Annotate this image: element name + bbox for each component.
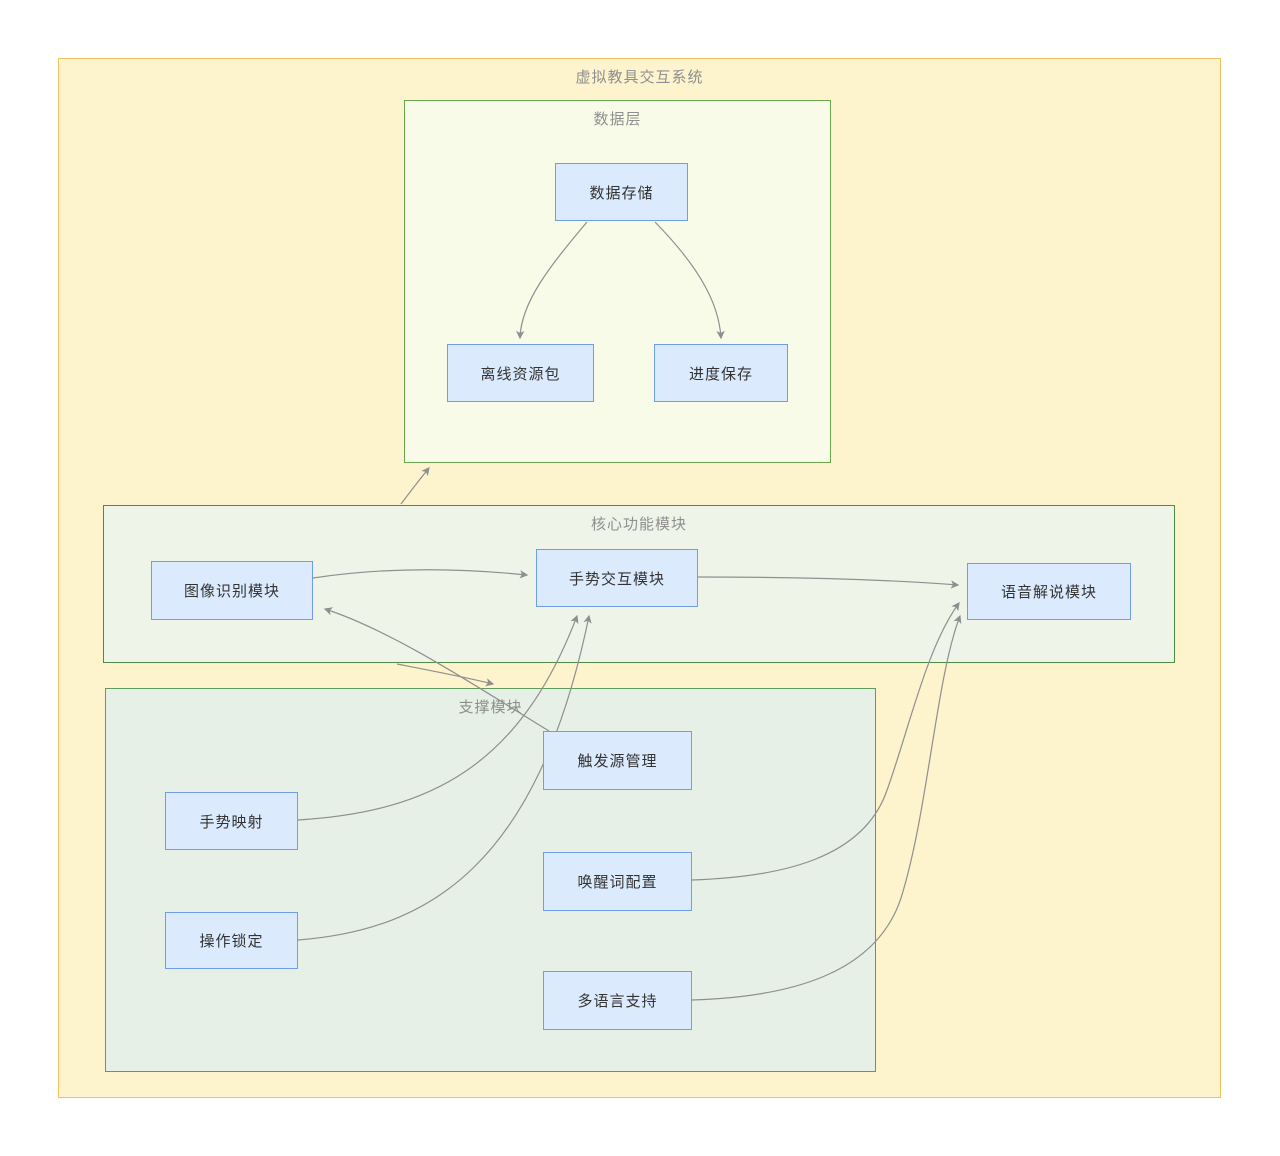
node-trigger-source-management-label: 触发源管理 — [577, 753, 658, 770]
container-data-layer-label: 数据层 — [593, 111, 642, 128]
container-support-modules-label: 支撑模块 — [458, 699, 523, 716]
container-core-modules-label: 核心功能模块 — [590, 516, 687, 533]
node-progress-save-label: 进度保存 — [688, 365, 753, 383]
node-image-recognition-label: 图像识别模块 — [183, 583, 280, 600]
node-voice-narration: 语音解说模块 — [967, 563, 1131, 620]
node-multi-language-support-label: 多语言支持 — [577, 993, 658, 1010]
node-progress-save: 进度保存 — [654, 344, 788, 402]
node-offline-resource-package-label: 离线资源包 — [480, 365, 561, 383]
node-wake-word-config: 唤醒词配置 — [543, 852, 692, 911]
container-system-label: 虚拟教具交互系统 — [575, 69, 704, 86]
node-gesture-interaction: 手势交互模块 — [536, 549, 698, 607]
container-support-modules: 支撑模块 — [105, 688, 876, 1072]
node-offline-resource-package: 离线资源包 — [447, 344, 594, 402]
node-voice-narration-label: 语音解说模块 — [1000, 584, 1097, 601]
node-data-storage-label: 数据存储 — [589, 184, 654, 202]
node-operation-lock: 操作锁定 — [165, 912, 298, 969]
container-data-layer: 数据层 — [404, 100, 831, 463]
node-gesture-mapping-label: 手势映射 — [199, 813, 264, 831]
node-gesture-mapping: 手势映射 — [165, 792, 298, 850]
node-image-recognition: 图像识别模块 — [151, 561, 313, 620]
node-trigger-source-management: 触发源管理 — [543, 731, 692, 790]
node-wake-word-config-label: 唤醒词配置 — [577, 874, 658, 891]
node-multi-language-support: 多语言支持 — [543, 971, 692, 1030]
node-data-storage: 数据存储 — [555, 163, 688, 221]
node-gesture-interaction-label: 手势交互模块 — [568, 570, 665, 588]
node-operation-lock-label: 操作锁定 — [199, 933, 264, 950]
